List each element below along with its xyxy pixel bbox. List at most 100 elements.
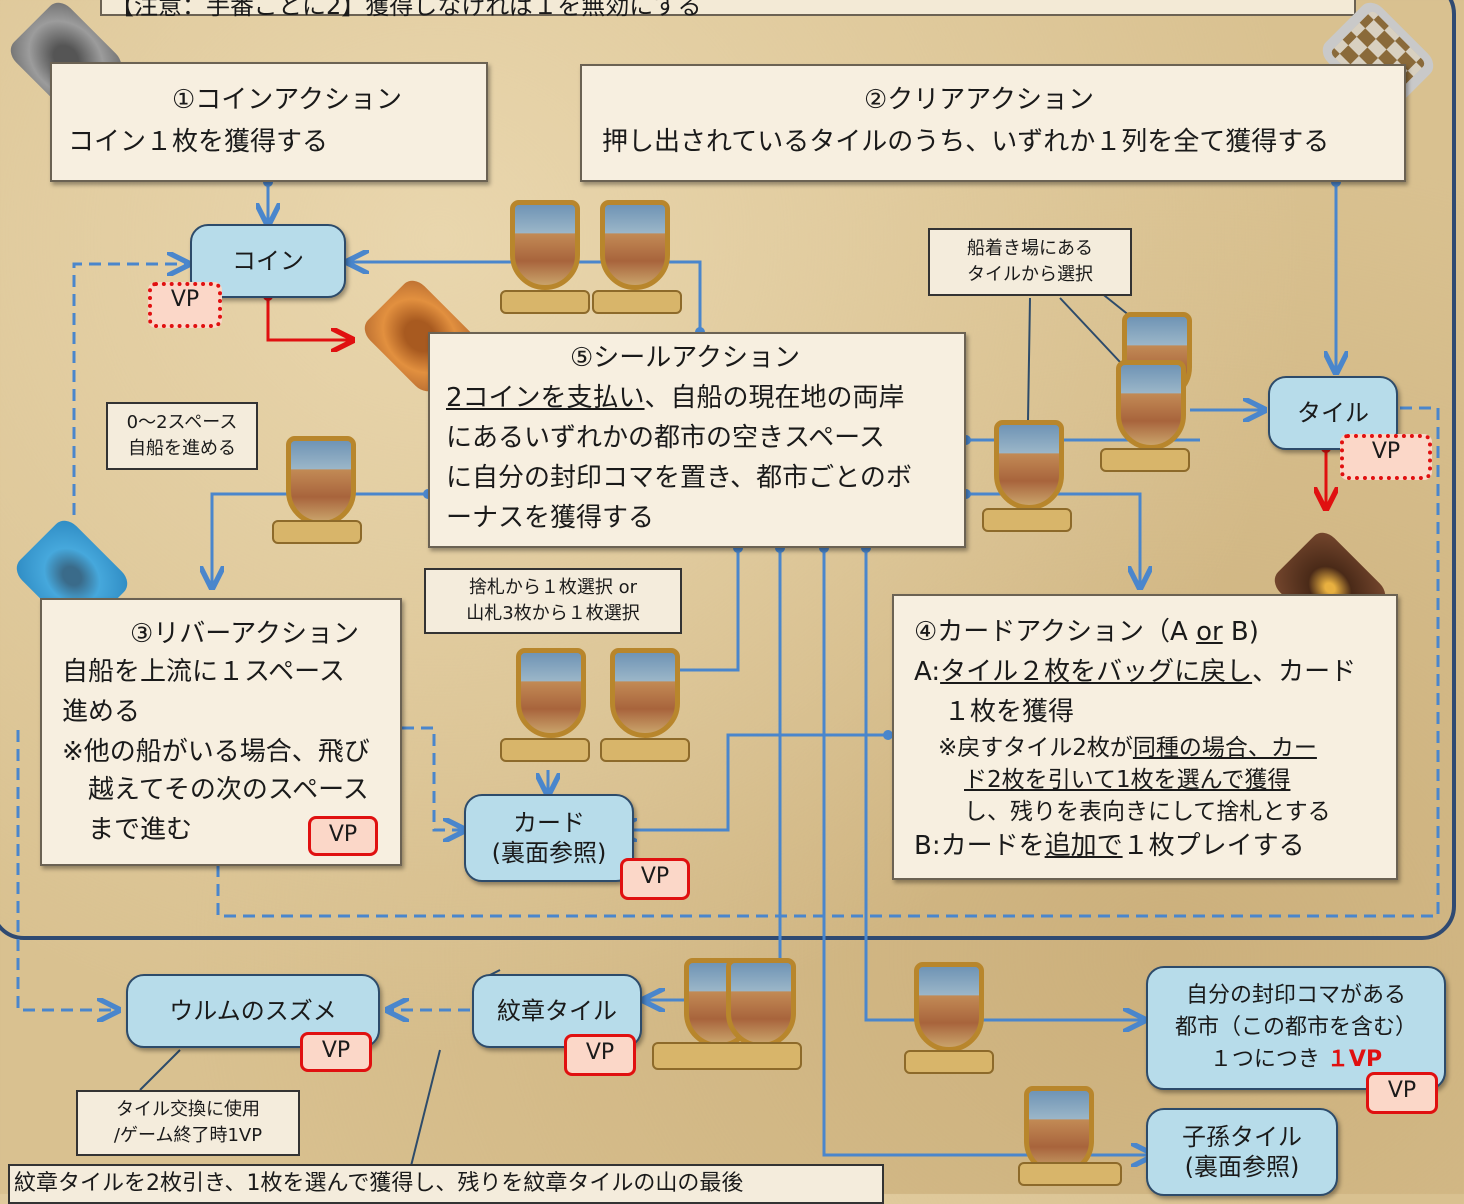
river-action-note3: まで進む <box>88 815 193 845</box>
bonus-ribbon-icon <box>500 738 590 762</box>
bonus-ribbon-icon <box>1018 1162 1122 1186</box>
top-note: 【注意：手番ごとに2】獲得しなければ１を無効にする <box>100 0 1356 20</box>
seal-action-line3: に自分の封印コマを置き、都市ごとのボ <box>446 463 912 493</box>
crest-vp-badge: VP <box>564 1034 636 1076</box>
card-action-a-line2: １枚を獲得 <box>944 697 1075 727</box>
discard-label: 捨札から１枚選択 or 山札3枚から１枚選択 <box>424 568 682 634</box>
seal-action-line1-rest: 、自船の現在地の両岸 <box>644 383 905 413</box>
building-tile-icon <box>994 420 1064 510</box>
crest-ribbon-icon <box>652 1042 802 1070</box>
crest-tile-icon <box>726 958 796 1048</box>
bonus-ribbon-icon <box>600 738 690 762</box>
dashed-connectors <box>16 264 1440 1010</box>
tile-node-label: タイル <box>1297 399 1369 427</box>
seal-action-pay: 2コインを支払い <box>446 383 645 413</box>
building-tile-icon <box>516 648 586 738</box>
discard-label-2: 山札3枚から１枚選択 <box>466 603 640 624</box>
city-node-line2: 都市（この都市を含む） <box>1174 1015 1417 1040</box>
coin-action-text: コイン１枚を獲得する <box>68 127 329 157</box>
dock-label-1: 船着き場にある <box>967 238 1093 259</box>
building-tile-icon <box>600 200 670 290</box>
bonus-ribbon-icon <box>272 520 362 544</box>
card-action-note-u1: 同種の場合、カー <box>1132 735 1317 761</box>
tile-vp-badge: VP <box>1340 434 1432 480</box>
card-action-title-or: or <box>1196 617 1223 647</box>
dock-label: 船着き場にあるタイルから選択 <box>928 228 1132 296</box>
river-action-line1: 自船を上流に１スペース <box>62 657 345 687</box>
river-action-note2: 越えてその次のスペース <box>88 775 369 805</box>
card-action-b: B:カードを追加で１枚プレイする <box>914 828 1305 864</box>
city-node-line3-a: １つにつき <box>1209 1047 1327 1072</box>
building-tile-icon <box>1116 360 1186 450</box>
seal-action-panel: ⑤シールアクション 2コインを支払い、自船の現在地の両岸 にあるいずれかの都市の… <box>428 332 966 548</box>
card-action-a-prefix: A: <box>914 657 941 687</box>
city-node-line3: １つにつき １VP <box>1210 1044 1382 1076</box>
seal-action-line1: 2コインを支払い、自船の現在地の両岸 <box>446 380 905 416</box>
river-action-panel: ③リバーアクション 自船を上流に１スペース 進める ※他の船がいる場合、飛び 越… <box>40 598 402 866</box>
river-vp-badge: VP <box>308 816 378 856</box>
main-frame <box>0 0 1456 940</box>
coin-node-label: コイン <box>232 247 304 275</box>
card-node-label-2: (裏面参照) <box>491 839 607 867</box>
seal-action-title: ⑤シールアクション <box>570 343 801 373</box>
building-tile-icon <box>914 962 984 1052</box>
discard-label-1: 捨札から１枚選択 or <box>468 577 638 598</box>
card-action-title: ④カードアクション（A or B) <box>914 614 1259 650</box>
descendant-node: 子孫タイル(裏面参照) <box>1146 1108 1338 1196</box>
seal-action-line4: ーナスを獲得する <box>446 503 655 533</box>
seal-action-line2: にあるいずれかの都市の空きスペース <box>446 423 885 453</box>
card-node: カード(裏面参照) <box>464 794 634 882</box>
building-tile-icon <box>610 648 680 738</box>
card-action-note-line1: ※戻すタイル2枚が同種の場合、カー <box>938 732 1331 764</box>
bonus-ribbon-icon <box>904 1050 994 1074</box>
building-tile-icon <box>286 436 356 526</box>
card-action-b-underline: 追加で <box>1044 831 1123 861</box>
bonus-ribbon-icon <box>592 290 682 314</box>
card-action-a-underline: タイル２枚をバッグに戻し <box>940 657 1253 687</box>
clear-action-text: 押し出されているタイルのうち、いずれか１列を全て獲得する <box>602 127 1330 157</box>
descendant-node-label-1: 子孫タイル <box>1182 1123 1302 1151</box>
city-node-line1: 自分の封印コマがある <box>1185 983 1406 1008</box>
city-vp-badge: VP <box>1366 1072 1438 1114</box>
swap-label-2: /ゲーム終了時1VP <box>113 1125 263 1146</box>
red-connectors <box>266 296 1326 506</box>
card-vp-badge: VP <box>620 858 690 900</box>
card-action-note: ※戻すタイル2枚が同種の場合、カー ド2枚を引いて1枚を選んで獲得 し、残りを表… <box>938 732 1331 828</box>
card-action-b-rest: １枚プレイする <box>1122 831 1305 861</box>
descendant-node-label-2: (裏面参照) <box>1184 1153 1300 1181</box>
city-node-line3-vp: １VP <box>1326 1047 1383 1072</box>
coin-node: コイン <box>190 224 346 298</box>
bonus-ribbon-icon <box>1100 448 1190 472</box>
move-label-1: 0～2スペース <box>126 412 238 433</box>
card-node-label-1: カード <box>513 809 585 837</box>
card-action-title-pre: ④カードアクション（A <box>914 617 1197 647</box>
coin-action-title: ①コインアクション <box>172 85 403 115</box>
river-action-line2: 進める <box>62 697 141 727</box>
building-tile-icon <box>510 200 580 290</box>
sparrow-vp-badge: VP <box>300 1032 372 1072</box>
city-node: 自分の封印コマがある 都市（この都市を含む） １つにつき １VP <box>1146 966 1446 1090</box>
card-action-note-line2: ド2枚を引いて1枚を選んで獲得 <box>964 767 1291 793</box>
bottom-note: 紋章タイルを2枚引き、1枚を選んで獲得し、残りを紋章タイルの山の最後 <box>8 1164 884 1204</box>
clear-action-title: ②クリアアクション <box>864 85 1095 115</box>
swap-label-1: タイル交換に使用 <box>116 1099 260 1120</box>
coin-action-panel: ①コインアクション コイン１枚を獲得する <box>50 62 488 182</box>
dock-label-2: タイルから選択 <box>967 264 1093 285</box>
bottom-note-text: 紋章タイルを2枚引き、1枚を選んで獲得し、残りを紋章タイルの山の最後 <box>14 1171 744 1196</box>
card-action-note-line3: し、残りを表向きにして捨札とする <box>964 799 1331 825</box>
card-action-a-rest: 、カード <box>1252 657 1357 687</box>
crest-node-label: 紋章タイル <box>497 997 617 1025</box>
card-action-a: A:タイル２枚をバッグに戻し、カード <box>914 654 1356 690</box>
card-action-b-prefix: B:カードを <box>914 831 1045 861</box>
coin-vp-badge: VP <box>148 282 222 328</box>
clear-action-panel: ②クリアアクション 押し出されているタイルのうち、いずれか１列を全て獲得する <box>580 64 1406 182</box>
card-action-note-pre: ※戻すタイル2枚が <box>938 735 1133 761</box>
move-label: 0～2スペース自船を進める <box>106 402 258 470</box>
sparrow-node-label: ウルムのスズメ <box>169 997 337 1025</box>
top-note-text: 【注意：手番ごとに2】獲得しなければ１を無効にする <box>110 0 702 20</box>
bonus-ribbon-icon <box>500 290 590 314</box>
card-action-panel: ④カードアクション（A or B) A:タイル２枚をバッグに戻し、カード １枚を… <box>892 594 1398 880</box>
swap-label: タイル交換に使用/ゲーム終了時1VP <box>76 1090 300 1156</box>
move-label-2: 自船を進める <box>128 438 236 459</box>
card-action-title-post: B) <box>1222 617 1259 647</box>
